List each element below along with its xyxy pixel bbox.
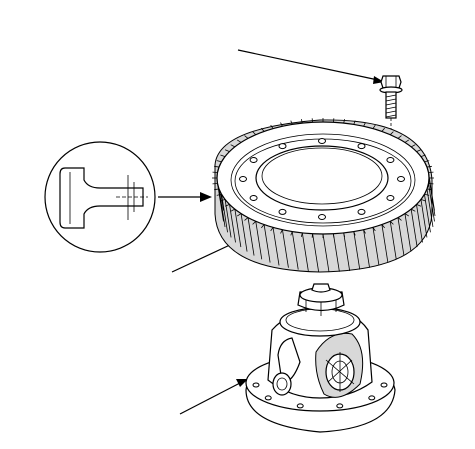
gear-helix-line (282, 229, 289, 268)
flange-hole (296, 403, 304, 409)
gear-tooth (230, 208, 236, 212)
gear-tooth (389, 131, 394, 135)
bolt-icon (379, 75, 403, 148)
bolt-hole (318, 214, 326, 220)
gear-tooth (220, 154, 226, 157)
flange-hole (380, 382, 388, 388)
gear-helix-line (291, 231, 299, 270)
gear-tooth (216, 160, 222, 163)
gear-tooth (252, 221, 257, 225)
gear-tooth (252, 131, 257, 135)
gear-tooth (404, 213, 410, 217)
gear-tooth (244, 135, 249, 139)
gear-tooth (214, 165, 220, 168)
bolt-hole (239, 176, 247, 182)
gear-helix-line (322, 233, 330, 273)
gear-helix-line (363, 229, 370, 268)
gear-helix-line (416, 204, 423, 243)
gear-helix-line (332, 233, 340, 272)
gear-tooth (426, 165, 432, 168)
gear-helix-line (234, 209, 242, 248)
gear-tooth (236, 213, 242, 217)
flange-hole (264, 395, 272, 401)
gear-tooth (224, 149, 230, 152)
gear-tooth (410, 208, 416, 212)
bolt-hole (278, 143, 287, 150)
gear-tooth (236, 139, 242, 143)
gear-helix-line (312, 233, 320, 272)
bolt-hole (386, 157, 395, 163)
gear-tooth (397, 135, 402, 139)
gear-tooth (410, 144, 416, 148)
bolt-hole (386, 195, 395, 201)
gear-helix-line (343, 232, 351, 271)
leader-arrow-bolt (237, 49, 384, 84)
bolt-hole (249, 195, 258, 201)
gear-helix-line (229, 204, 236, 243)
gear-tooth (404, 139, 410, 143)
gear-helix-line (410, 209, 418, 248)
gear-helix-line (240, 213, 248, 252)
gear-helix-line (428, 183, 435, 222)
gear-helix-line (221, 194, 228, 233)
gear-tooth (416, 149, 422, 152)
gear-helix-line (255, 221, 263, 260)
leader-arrow-carrier (179, 379, 248, 415)
gear-helix-line (397, 217, 405, 256)
gear-tooth (420, 154, 426, 157)
flange-hole (336, 403, 344, 409)
bolt-hole (357, 143, 366, 150)
gear-helix-line (247, 217, 255, 256)
gear-helix-line (389, 221, 397, 260)
gear-helix-line (272, 227, 280, 266)
differential-carrier-icon (245, 283, 396, 433)
gear-tooth (244, 217, 249, 221)
gear-tooth (389, 221, 394, 225)
flange-hole (368, 395, 376, 401)
gear-tooth (424, 193, 430, 196)
flange-hole (252, 382, 260, 388)
gear-helix-line (224, 199, 232, 238)
bolt-hole (397, 176, 405, 182)
ring-gear-icon (212, 118, 436, 273)
gear-tooth-profile-icon (44, 141, 156, 253)
gear-tooth (420, 199, 426, 202)
bolt-hole (318, 138, 326, 144)
gear-helix-line (404, 213, 412, 252)
gear-tooth (416, 204, 422, 207)
gear-helix-line (301, 232, 309, 271)
bolt-hole (278, 208, 287, 215)
gear-tooth (397, 217, 402, 221)
leader-arrow-detail (158, 192, 212, 202)
bolt-hole (357, 208, 366, 215)
gear-helix-line (420, 199, 428, 238)
gear-tooth (230, 144, 236, 148)
gear-helix-line (263, 224, 271, 263)
bolt-hole (249, 157, 258, 163)
gear-helix-line (353, 231, 361, 270)
gear-tooth (424, 160, 430, 163)
gear-helix-line (372, 227, 380, 266)
gear-helix-line (381, 224, 389, 263)
